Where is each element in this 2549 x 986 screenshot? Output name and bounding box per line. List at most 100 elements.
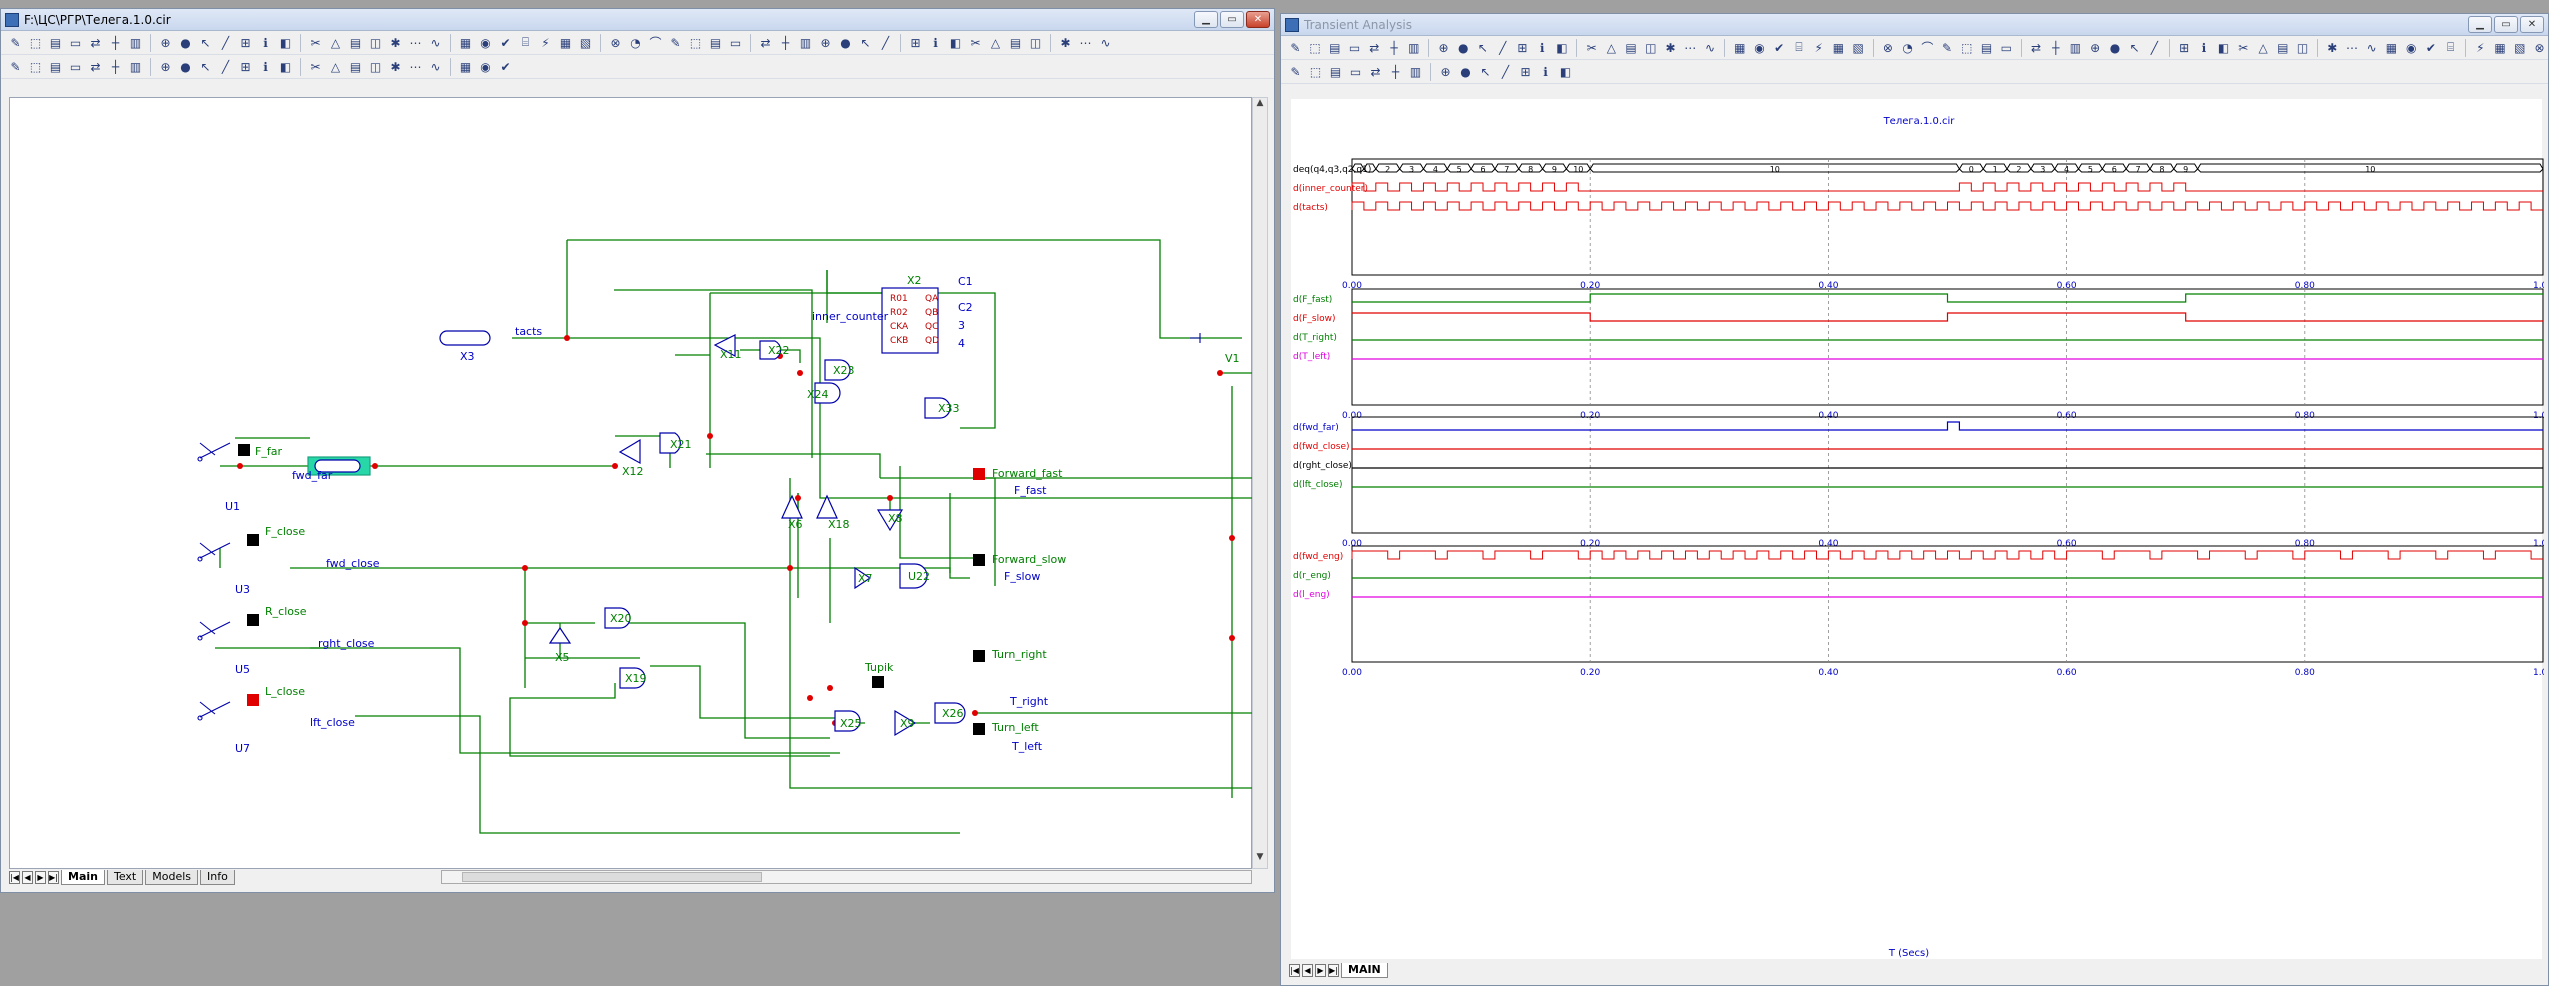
analysis-tool-17-icon[interactable]: ▤ <box>1625 40 1637 55</box>
scroll-up-icon[interactable]: ▲ <box>1256 98 1264 108</box>
schematic-tool-12-icon[interactable]: ⊞ <box>240 35 251 50</box>
analysis-format-tool-3-icon[interactable]: ▤ <box>1329 64 1342 79</box>
schematic-tool-3-icon[interactable]: ▤ <box>49 35 62 50</box>
analysis-tool-25-icon[interactable]: ⌸ <box>1795 40 1803 54</box>
schematic-tool-5-icon[interactable]: ⇄ <box>90 35 101 50</box>
analysis-tab-next-icon[interactable]: ▶ <box>1315 963 1326 977</box>
analysis-format-tool-4-icon[interactable]: ▭ <box>1349 64 1362 79</box>
schematic-format-tool-10-icon[interactable]: ↖ <box>200 59 211 74</box>
gate-x26[interactable] <box>934 702 966 724</box>
schematic-format-tool-5-icon[interactable]: ⇄ <box>90 59 101 74</box>
components[interactable] <box>307 287 966 737</box>
analysis-tool-45-icon[interactable]: ◧ <box>2217 40 2230 55</box>
schematic-tool-17-icon[interactable]: ▤ <box>349 35 362 50</box>
schematic-tool-48-icon[interactable]: ▤ <box>1009 35 1022 50</box>
schematic-window[interactable]: F:\ЦС\РГР\Телега.1.0.cir ▁ ▭ ✕ ✎ ⬚ ▤ ▭ ⇄ ┼ ▥ ⊕ ●… <box>0 8 1275 893</box>
gate-x19[interactable] <box>619 667 646 689</box>
schematic-tool-1-icon[interactable]: ✎ <box>10 35 21 50</box>
analysis-format-tool-9-icon[interactable]: ● <box>1460 64 1471 79</box>
analysis-tool-53-icon[interactable]: ▦ <box>2385 40 2398 55</box>
analysis-tool-37-icon[interactable]: ┼ <box>2052 40 2060 55</box>
analysis-tool-40-icon[interactable]: ● <box>2109 40 2121 55</box>
analysis-format-tool-7-icon[interactable]: ▥ <box>1409 64 1422 79</box>
schematic-format-tool-2-icon[interactable]: ⬚ <box>29 59 42 74</box>
tab-info[interactable]: Info <box>200 869 235 885</box>
analysis-format-tool-12-icon[interactable]: ⊞ <box>1520 64 1531 79</box>
schematic-format-tool-12-icon[interactable]: ⊞ <box>240 59 251 74</box>
analysis-tool-29-icon[interactable]: ⊗ <box>1882 40 1893 55</box>
analysis-tool-41-icon[interactable]: ↖ <box>2129 40 2140 55</box>
analysis-tool-11-icon[interactable]: ╱ <box>1499 40 1507 55</box>
schematic-format-tool-22-icon[interactable]: ▦ <box>459 59 472 74</box>
schematic-drawing[interactable]: tacts X3 F_far fwd_far U1 F_close fwd_cl… <box>10 98 1253 868</box>
analysis-tool-22-icon[interactable]: ▦ <box>1734 40 1746 55</box>
schematic-tool-50-icon[interactable]: ✱ <box>1060 35 1071 50</box>
schematic-tool-31-icon[interactable]: ⌒ <box>649 36 662 50</box>
tab-main-analysis[interactable]: MAIN <box>1341 962 1388 978</box>
analysis-format-tool-6-icon[interactable]: ┼ <box>1391 64 1400 79</box>
schematic-tool-41-icon[interactable]: ↖ <box>860 35 871 50</box>
schematic-format-tool-1-icon[interactable]: ✎ <box>10 59 21 74</box>
analysis-tool-20-icon[interactable]: ⋯ <box>1684 40 1697 55</box>
analysis-tool-55-icon[interactable]: ✔ <box>2425 40 2436 55</box>
schematic-tool-21-icon[interactable]: ∿ <box>430 35 441 50</box>
schematic-tool-10-icon[interactable]: ↖ <box>200 35 211 50</box>
analysis-tool-57-icon[interactable]: ⚡ <box>2476 40 2485 55</box>
analysis-tool-56-icon[interactable]: ⌸ <box>2447 40 2455 54</box>
analysis-tool-51-icon[interactable]: ⋯ <box>2345 40 2358 55</box>
analysis-tool-7-icon[interactable]: ▥ <box>1408 40 1420 55</box>
schematic-format-tool-14-icon[interactable]: ◧ <box>279 59 292 74</box>
schematic-format-tool-18-icon[interactable]: ◫ <box>369 59 382 74</box>
clock-source-x3[interactable] <box>439 330 491 346</box>
schematic-format-tool-17-icon[interactable]: ▤ <box>349 59 362 74</box>
schematic-format-tool-11-icon[interactable]: ╱ <box>221 59 230 74</box>
schematic-tool-46-icon[interactable]: ✂ <box>970 35 981 50</box>
input-switches[interactable] <box>197 333 1201 721</box>
analysis-tool-34-icon[interactable]: ▤ <box>1980 40 1993 55</box>
schematic-tool-51-icon[interactable]: ⋯ <box>1079 35 1092 50</box>
counter-x2[interactable] <box>881 287 939 354</box>
schematic-tool-23-icon[interactable]: ◉ <box>480 35 491 50</box>
analysis-tool-39-icon[interactable]: ⊕ <box>2090 40 2101 55</box>
analysis-tool-15-icon[interactable]: ✂ <box>1586 40 1597 55</box>
maximize-button[interactable]: ▭ <box>1220 11 1244 28</box>
schematic-tool-35-icon[interactable]: ▭ <box>729 35 742 50</box>
schematic-titlebar[interactable]: F:\ЦС\РГР\Телега.1.0.cir ▁ ▭ ✕ <box>1 9 1274 31</box>
gate-x12[interactable] <box>618 438 641 465</box>
schematic-format-tool-19-icon[interactable]: ✱ <box>390 59 401 74</box>
analysis-tool-27-icon[interactable]: ▦ <box>1832 40 1845 55</box>
analysis-maximize-button[interactable]: ▭ <box>2494 16 2518 33</box>
gate-u22[interactable] <box>899 563 928 589</box>
schematic-tool-37-icon[interactable]: ┼ <box>781 35 790 50</box>
transient-window[interactable]: Transient Analysis ▁ ▭ ✕ ✎⬚▤▭⇄┼▥⊕●↖╱⊞ℹ◧✂… <box>1280 13 2549 986</box>
schematic-tool-25-icon[interactable]: ⌸ <box>521 35 530 49</box>
schematic-tool-8-icon[interactable]: ⊕ <box>160 35 171 50</box>
analysis-format-tool-13-icon[interactable]: ℹ <box>1543 64 1548 79</box>
gate-x18[interactable] <box>816 494 838 519</box>
analysis-tool-21-icon[interactable]: ∿ <box>1704 40 1716 55</box>
schematic-format-tool-8-icon[interactable]: ⊕ <box>160 59 171 74</box>
schematic-tool-42-icon[interactable]: ╱ <box>881 35 890 50</box>
tab-models[interactable]: Models <box>145 869 198 885</box>
gate-x25[interactable] <box>834 710 861 732</box>
schematic-tool-7-icon[interactable]: ▥ <box>129 35 142 50</box>
gate-x7[interactable] <box>854 566 872 590</box>
analysis-tool-12-icon[interactable]: ⊞ <box>1517 40 1528 55</box>
gate-x5[interactable] <box>548 626 572 644</box>
gate-x23[interactable] <box>824 359 851 381</box>
analysis-tool-1-icon[interactable]: ✎ <box>1290 40 1301 55</box>
analysis-tool-50-icon[interactable]: ✱ <box>2327 40 2338 55</box>
schematic-tool-22-icon[interactable]: ▦ <box>459 35 472 50</box>
analysis-tool-44-icon[interactable]: ℹ <box>2201 40 2207 55</box>
analysis-close-button[interactable]: ✕ <box>2520 16 2544 33</box>
analysis-tool-59-icon[interactable]: ▧ <box>2514 40 2526 55</box>
schematic-tool-40-icon[interactable]: ● <box>840 35 851 50</box>
scroll-down-icon[interactable]: ▼ <box>1256 852 1264 862</box>
scroll-thumb[interactable] <box>462 872 762 882</box>
analysis-tool-13-icon[interactable]: ℹ <box>1539 40 1545 55</box>
schematic-tool-9-icon[interactable]: ● <box>180 35 191 50</box>
analysis-tool-33-icon[interactable]: ⬚ <box>1961 40 1973 55</box>
analysis-tool-3-icon[interactable]: ▤ <box>1329 40 1341 55</box>
